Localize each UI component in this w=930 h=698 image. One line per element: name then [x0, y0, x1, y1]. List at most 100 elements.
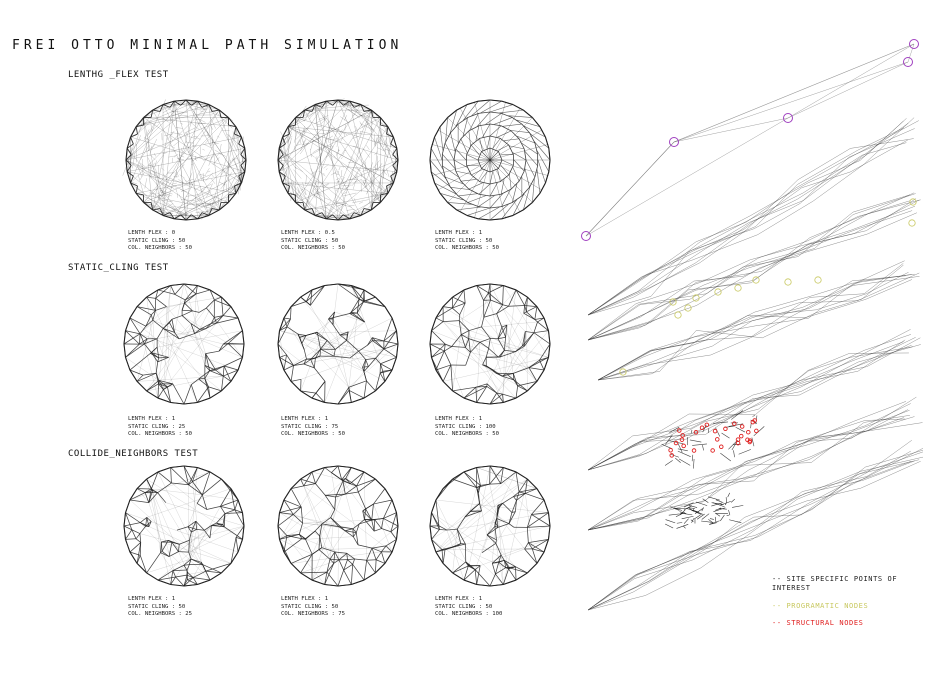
- net-strand: [355, 523, 360, 533]
- net-strand: [214, 315, 224, 318]
- net-strand: [197, 466, 211, 473]
- net-strand: [695, 459, 755, 492]
- net-strand: [455, 148, 467, 161]
- net-strand: [862, 451, 923, 473]
- net-strand: [198, 370, 210, 380]
- net-strand: [199, 174, 203, 181]
- net-strand: [178, 525, 212, 552]
- net-strand: [304, 104, 361, 111]
- net-strand: [321, 547, 335, 553]
- net-strand: [504, 138, 520, 141]
- net-strand: [184, 302, 193, 312]
- net-strand: [500, 179, 505, 195]
- net-strand: [452, 303, 466, 391]
- net-strand: [441, 142, 446, 155]
- net-strand: [390, 525, 399, 533]
- net-strand: [358, 519, 365, 525]
- net-strand: [383, 340, 399, 345]
- net-strand: [223, 330, 243, 345]
- net-strand: [515, 385, 519, 399]
- net-strand: [452, 529, 458, 573]
- net-strand: [352, 145, 358, 148]
- net-strand: [209, 289, 222, 298]
- net-strand: [341, 184, 352, 187]
- net-strand: [187, 503, 198, 527]
- net-strand: [129, 306, 138, 319]
- net-strand: [708, 519, 714, 524]
- net-strand: [211, 109, 220, 112]
- net-strand: [185, 141, 187, 143]
- net-strand: [501, 113, 513, 118]
- net-strand: [447, 109, 458, 118]
- net-strand: [157, 356, 169, 363]
- net-strand: [866, 450, 911, 477]
- net-strand: [468, 338, 471, 353]
- net-strand: [356, 478, 376, 487]
- net-strand: [370, 110, 374, 118]
- net-strand: [310, 153, 315, 158]
- net-strand: [683, 518, 689, 524]
- net-strand: [164, 141, 172, 147]
- net-strand: [758, 370, 809, 410]
- net-strand: [751, 437, 755, 447]
- net-strand: [318, 170, 326, 177]
- net-strand: [532, 548, 545, 553]
- net-strand: [757, 200, 814, 235]
- net-strand: [318, 523, 323, 550]
- net-strand: [503, 284, 517, 291]
- net-strand: [863, 334, 912, 351]
- net-strand: [208, 386, 222, 392]
- net-strand: [363, 109, 372, 112]
- net-strand: [391, 539, 398, 553]
- net-strand: [353, 104, 362, 108]
- net-strand: [349, 471, 365, 484]
- net-strand: [495, 573, 504, 585]
- net-strand: [123, 330, 127, 345]
- net-strand: [676, 523, 689, 529]
- net-strand: [463, 565, 469, 581]
- net-strand: [350, 301, 364, 313]
- net-strand: [188, 136, 197, 139]
- net-strand: [344, 124, 346, 131]
- net-strand: [279, 101, 327, 172]
- net-strand: [181, 310, 193, 316]
- net-strand: [499, 351, 516, 358]
- net-strand: [523, 305, 525, 314]
- net-strand: [500, 174, 510, 182]
- net-strand: [125, 159, 132, 166]
- net-strand: [314, 104, 389, 194]
- net-strand: [305, 539, 313, 555]
- net-strand: [306, 285, 325, 302]
- net-strand: [157, 284, 171, 291]
- net-strand: [650, 305, 697, 322]
- net-strand: [188, 525, 245, 553]
- net-strand: [125, 154, 132, 161]
- net-strand: [384, 306, 393, 319]
- net-strand: [356, 176, 359, 181]
- net-strand: [304, 209, 316, 216]
- net-strand: [217, 135, 220, 138]
- net-strand: [186, 142, 194, 144]
- net-strand: [384, 551, 393, 564]
- net-strand: [195, 289, 211, 295]
- net-strand: [151, 352, 169, 358]
- net-strand: [494, 518, 498, 527]
- net-strand: [434, 126, 441, 138]
- net-strand: [194, 293, 197, 334]
- net-strand: [195, 210, 219, 213]
- net-strand: [188, 467, 198, 485]
- structural-node-marker: [699, 425, 705, 430]
- net-strand: [325, 207, 338, 216]
- net-strand: [145, 319, 154, 327]
- net-strand: [293, 363, 304, 366]
- net-strand: [155, 303, 185, 311]
- net-strand: [363, 560, 368, 581]
- net-strand: [176, 157, 179, 159]
- net-strand: [343, 564, 353, 571]
- net-strand: [475, 125, 480, 141]
- net-strand: [332, 318, 350, 391]
- net-strand: [395, 343, 399, 358]
- net-strand: [339, 331, 349, 336]
- net-strand: [528, 542, 545, 553]
